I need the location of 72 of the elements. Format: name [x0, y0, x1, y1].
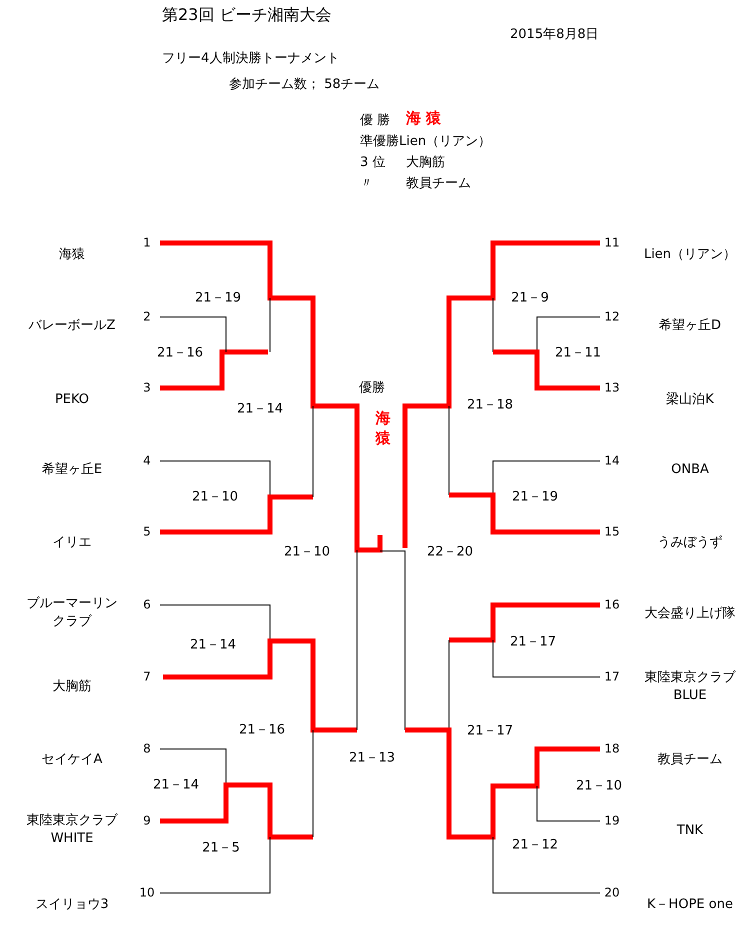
note-text: 2015年8月8日: [510, 26, 599, 43]
seed-number: 2: [143, 308, 151, 326]
score-label: 21－18: [466, 396, 514, 414]
score-label: 21－9: [511, 290, 549, 306]
score-label: 21－12: [512, 836, 558, 854]
team-name: 希望ヶ丘D: [658, 318, 721, 333]
seed-number: 4: [143, 452, 151, 470]
team-name: 教員チーム: [658, 752, 722, 767]
score-label: 21－10: [192, 488, 238, 506]
seed-number: 10: [139, 884, 155, 902]
score-label: 21－13: [348, 750, 396, 766]
score-label: 優勝: [359, 380, 385, 396]
score-label: 22－20: [426, 544, 474, 560]
seed-number: 8: [143, 740, 151, 758]
note-text: 準優勝Lien（リアン）: [360, 133, 492, 150]
seed-number: 17: [604, 668, 620, 686]
team-name: TNK: [676, 823, 704, 838]
note-text: 参加チーム数； 58チーム: [229, 76, 380, 93]
seed-number: 6: [143, 596, 151, 614]
note-text: 教員チーム: [406, 175, 471, 192]
team-name: PEKO: [54, 392, 90, 407]
seed-number: 13: [604, 380, 620, 396]
title: 第23回 ビーチ湘南大会: [162, 6, 332, 23]
note-text: 〃: [360, 175, 373, 192]
team-name: 大胸筋: [52, 679, 92, 694]
team-name: 東陸東京クラブWHITE: [26, 813, 118, 846]
score-label: 21－19: [194, 290, 242, 306]
seed-number: 11: [604, 234, 620, 252]
seed-number: 5: [143, 524, 151, 540]
team-name: うみぼうず: [658, 535, 722, 550]
seed-number: 9: [143, 812, 151, 830]
score-label: 21－14: [152, 776, 200, 794]
seed-number: 15: [604, 524, 620, 540]
winner-name: 海猿: [375, 408, 391, 448]
note-text: 優 勝: [360, 112, 390, 129]
score-label: 21－17: [466, 722, 514, 740]
team-name: 大会盛り上げ隊: [644, 606, 736, 621]
seed-number: 14: [604, 452, 620, 470]
note-text: フリー4人制決勝トーナメント: [162, 50, 340, 67]
team-name: ブルーマーリンクラブ: [26, 596, 118, 629]
team-name: スイリョウ3: [35, 897, 109, 912]
team-name: バレーボールZ: [28, 318, 116, 333]
team-name: 海猿: [59, 247, 85, 262]
seed-number: 18: [604, 740, 620, 758]
team-name: 東陸東京クラブBLUE: [644, 670, 736, 703]
score-label: 21－16: [238, 722, 286, 738]
team-name: 希望ヶ丘E: [42, 462, 102, 477]
score-label: 21－17: [510, 634, 556, 650]
seed-number: 7: [143, 668, 151, 686]
seed-number: 16: [604, 596, 620, 614]
seed-number: 19: [604, 812, 620, 830]
seed-number: 1: [143, 234, 151, 252]
score-label: 21－19: [512, 488, 558, 506]
note-text: 大胸筋: [406, 154, 445, 171]
seed-number: 20: [604, 884, 620, 902]
score-label: 21－14: [236, 400, 284, 418]
team-name: K－HOPE one: [647, 897, 733, 912]
note-text: 3 位: [360, 154, 386, 171]
team-name: イリエ: [52, 535, 92, 550]
score-label: 21－11: [554, 344, 602, 362]
team-name: Lien（リアン）: [644, 247, 736, 262]
seed-number: 3: [143, 380, 151, 396]
winner-name: 海 猿: [406, 110, 442, 127]
team-name: ONBA: [671, 462, 709, 477]
seed-number: 12: [604, 308, 620, 326]
team-name: 梁山泊K: [666, 392, 714, 407]
score-label: 21－5: [202, 840, 240, 856]
score-label: 21－14: [190, 636, 236, 654]
score-label: 21－10: [576, 778, 622, 794]
score-label: 21－16: [156, 344, 204, 362]
team-name: セイケイA: [42, 752, 102, 767]
score-label: 21－10: [284, 544, 330, 560]
